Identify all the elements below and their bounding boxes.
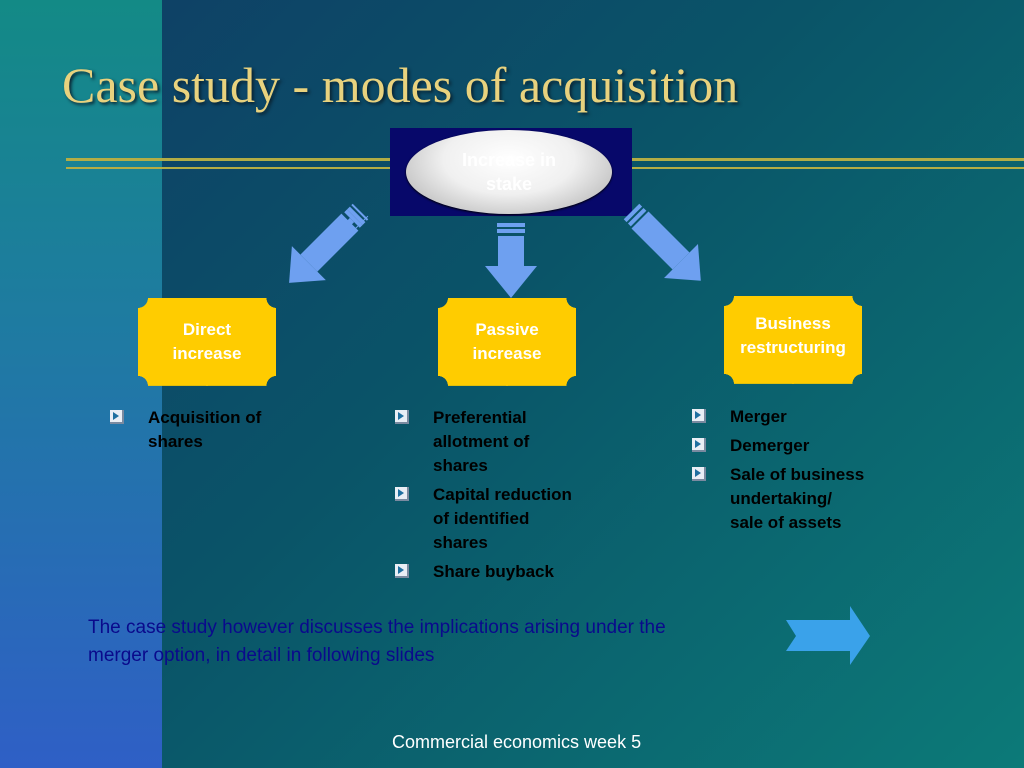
top-node-label: Increase in stake	[406, 148, 612, 196]
arrow-square-bullet-icon	[395, 410, 409, 424]
list-item-text: of identified	[433, 509, 530, 528]
list-item-text: shares	[433, 456, 488, 475]
note-right-arrow-icon	[786, 606, 870, 665]
direct-increase-label: Direct increase	[138, 318, 276, 366]
title-rule-right-upper	[632, 158, 1024, 161]
arrow-square-bullet-icon	[692, 438, 706, 452]
list-item-text: Capital reduction	[433, 485, 572, 504]
title-rule-left-lower	[66, 167, 390, 169]
list-item-text: undertaking/	[730, 489, 833, 508]
list-item: Share buyback	[395, 560, 572, 584]
arrow-square-bullet-icon	[110, 410, 124, 424]
arrow-to-direct-increase	[289, 203, 369, 283]
business-restructuring-list: Merger Demerger Sale of business underta…	[692, 405, 864, 540]
direct-increase-label-line2: increase	[172, 344, 242, 363]
bottom-note: The case study however discusses the imp…	[88, 614, 788, 670]
list-item-text: Preferential	[433, 408, 527, 427]
passive-increase-box	[438, 298, 576, 386]
title-rule-left-upper	[66, 158, 390, 161]
business-restructuring-label: Business restructuring	[724, 312, 862, 360]
arrow-square-bullet-icon	[692, 467, 706, 481]
passive-increase-label-line2: increase	[472, 344, 542, 363]
arrow-square-bullet-icon	[395, 487, 409, 501]
list-item: Demerger	[692, 434, 864, 458]
business-restructuring-box	[724, 296, 862, 384]
slide-title: Case study - modes of acquisition	[62, 57, 739, 113]
list-item: Acquisition of shares	[110, 406, 261, 454]
list-item-text: Merger	[730, 407, 787, 426]
bottom-note-line2: merger option, in detail in following sl…	[88, 645, 435, 666]
business-restructuring-label-line1: Business	[755, 314, 831, 333]
list-item: Preferential allotment of shares	[395, 406, 572, 478]
list-item-text: Acquisition of	[148, 408, 262, 427]
list-item-text: Demerger	[730, 436, 810, 455]
top-node-label-line2: stake	[485, 174, 533, 194]
list-item-text: Share buyback	[433, 562, 554, 581]
list-item: Sale of business undertaking/ sale of as…	[692, 463, 864, 535]
list-item: Capital reduction of identified shares	[395, 483, 572, 555]
list-item-text: allotment of	[433, 432, 530, 451]
passive-increase-label: Passive increase	[438, 318, 576, 366]
list-item-text: shares	[433, 533, 488, 552]
arrow-square-bullet-icon	[692, 409, 706, 423]
direct-increase-list: Acquisition of shares	[110, 406, 261, 459]
direct-increase-label-line1: Direct	[182, 320, 232, 339]
arrow-to-passive-increase	[485, 223, 537, 298]
list-item-text: shares	[148, 432, 203, 451]
top-node-ellipse	[406, 130, 612, 214]
bottom-note-line1: The case study however discusses the imp…	[88, 617, 666, 638]
business-restructuring-label-line2: restructuring	[740, 338, 846, 357]
list-item-text: Sale of business	[730, 465, 865, 484]
slide-footer: Commercial economics week 5	[392, 732, 642, 752]
list-item: Merger	[692, 405, 864, 429]
top-node-label-line1: Increase in	[461, 150, 557, 170]
list-item-text: sale of assets	[730, 513, 842, 532]
arrow-to-business-restructuring	[623, 203, 701, 281]
arrow-square-bullet-icon	[395, 564, 409, 578]
passive-increase-list: Preferential allotment of shares Capital…	[395, 406, 572, 589]
passive-increase-label-line1: Passive	[475, 320, 539, 339]
title-rule-right-lower	[632, 167, 1024, 169]
left-accent-band	[0, 0, 162, 768]
direct-increase-box	[138, 298, 276, 386]
